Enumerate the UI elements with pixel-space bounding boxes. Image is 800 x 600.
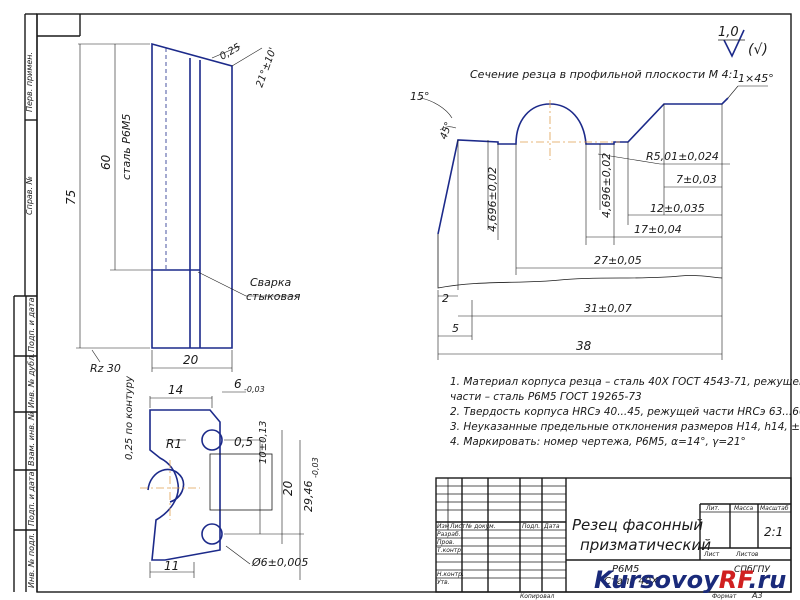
front-dim-20: 20 <box>183 353 199 367</box>
tb-tkontr: Т.контр. <box>437 547 463 554</box>
tb-lit: Лит. <box>705 505 720 512</box>
section-angle-15: 15° <box>410 90 430 103</box>
front-weld-label-2: стыковая <box>246 290 301 303</box>
watermark-part3: .ru <box>748 566 786 594</box>
top-dim-phi6: Ø6±0,005 <box>251 556 308 569</box>
tb-col-data: Дата <box>543 523 560 530</box>
front-dim-60: 60 <box>99 154 113 170</box>
section-dim-4696-right: 4,696±0,02 <box>600 153 613 218</box>
watermark-part2: RF <box>719 566 754 594</box>
tb-sheet: Лист <box>703 551 720 558</box>
tb-material-1: Р6М5 <box>612 564 639 575</box>
roughness-symbol <box>718 29 745 58</box>
section-dim-27: 27±0,05 <box>594 254 642 267</box>
section-dim-12: 12±0,035 <box>650 202 705 215</box>
front-dim-75: 75 <box>64 190 78 205</box>
top-dim-10: 10±0,13 <box>258 421 269 464</box>
tb-col-list: Лист <box>449 523 466 530</box>
stamp-sprav-no: Справ. № <box>25 176 34 215</box>
tb-title-line1: Резец фасонный <box>572 516 703 534</box>
front-view <box>76 42 300 372</box>
top-dim-11: 11 <box>164 559 179 573</box>
stamp-podp-date-1: Подп. и дата <box>27 297 36 352</box>
front-dim-angle: 21°±10' <box>254 46 279 89</box>
top-dim-2946: 29,46 <box>302 481 315 513</box>
roughness-value: 1,0 <box>718 25 739 40</box>
stamp-perv-primen: Перв. примен. <box>25 52 34 112</box>
tb-razrab: Разраб. <box>437 531 461 538</box>
top-contour-label: 0,25 по контуру <box>124 375 135 460</box>
section-dim-31: 31±0,07 <box>584 302 632 315</box>
section-dim-17: 17±0,04 <box>634 223 682 236</box>
stamp-inv-dubl: Инв. № дубл. <box>27 353 36 408</box>
tb-massa: Масса <box>734 505 753 512</box>
tb-format: Формат <box>712 593 737 600</box>
note-line-1: 1. Материал корпуса резца – сталь 40Х ГО… <box>450 376 800 388</box>
tb-sheets: Листов <box>735 551 759 558</box>
section-dim-7: 7±0,03 <box>676 173 717 186</box>
tb-format-value: А3 <box>751 591 763 600</box>
stamp-inv-podl: Инв. № подл. <box>27 533 36 588</box>
top-dim-14: 14 <box>168 383 183 397</box>
section-dim-5: 5 <box>452 322 459 335</box>
section-dim-2: 2 <box>442 292 449 305</box>
note-line-3: 2. Твердость корпуса HRCэ 40...45, режущ… <box>450 406 800 418</box>
tb-masshtab: Масштаб <box>760 505 789 512</box>
watermark-part1: Kursovoy <box>594 566 720 594</box>
top-dim-2946-tol: -0,03 <box>311 457 320 478</box>
note-line-5: 4. Маркировать: номер чертежа, Р6М5, α=1… <box>450 436 746 448</box>
top-view <box>140 391 304 580</box>
tb-material-2: Сталь 40Х <box>604 576 659 587</box>
section-dim-38: 38 <box>576 339 592 353</box>
top-dim-6-tol: -0,03 <box>244 385 265 394</box>
tb-col-doc: № докум. <box>465 523 496 530</box>
tb-org: СПбГПУ <box>734 565 770 575</box>
top-r1: R1 <box>166 437 182 451</box>
tb-scale-value: 2:1 <box>764 525 783 539</box>
side-stamp-columns <box>13 13 81 592</box>
tb-title-line2: призматический <box>580 536 711 554</box>
tb-col-podp: Подп. <box>522 523 540 530</box>
front-material-label: сталь Р6М5 <box>120 114 133 180</box>
stamp-podp-date-2: Подп. и дата <box>27 471 36 526</box>
watermark: KursovoyRF.ru <box>594 566 786 594</box>
note-line-2: части – сталь Р6М5 ГОСТ 19265-73 <box>450 391 642 403</box>
stamp-vzam-inv: Взам. инв. № <box>27 412 36 466</box>
front-rz: Rz 30 <box>90 362 121 375</box>
roughness-paren: (√) <box>748 42 768 58</box>
tb-nkontr: Н.контр. <box>437 571 464 578</box>
section-title: Сечение резца в профильной плоскости М 4… <box>470 68 739 81</box>
tb-utv: Утв. <box>437 579 450 586</box>
note-line-4: 3. Неуказанные предельные отклонения раз… <box>450 421 800 433</box>
tb-col-izm: Изм <box>437 523 450 530</box>
section-chamfer: 1×45° <box>738 72 774 85</box>
tb-prov: Пров. <box>437 539 455 546</box>
front-dim-025: 0,25 <box>218 42 243 63</box>
front-weld-label-1: Сварка <box>250 276 292 289</box>
top-dim-05: 0,5 <box>234 435 253 449</box>
section-view <box>419 85 768 360</box>
tb-kopiroval: Копировал <box>520 593 554 600</box>
section-angle-45: 45° <box>438 121 454 141</box>
top-dim-20: 20 <box>281 480 295 496</box>
section-r5: R5,01±0,024 <box>646 150 719 163</box>
section-dim-4696-left: 4,696±0,02 <box>486 167 499 232</box>
top-dim-6: 6 <box>234 377 242 391</box>
title-block-grid <box>435 477 792 593</box>
